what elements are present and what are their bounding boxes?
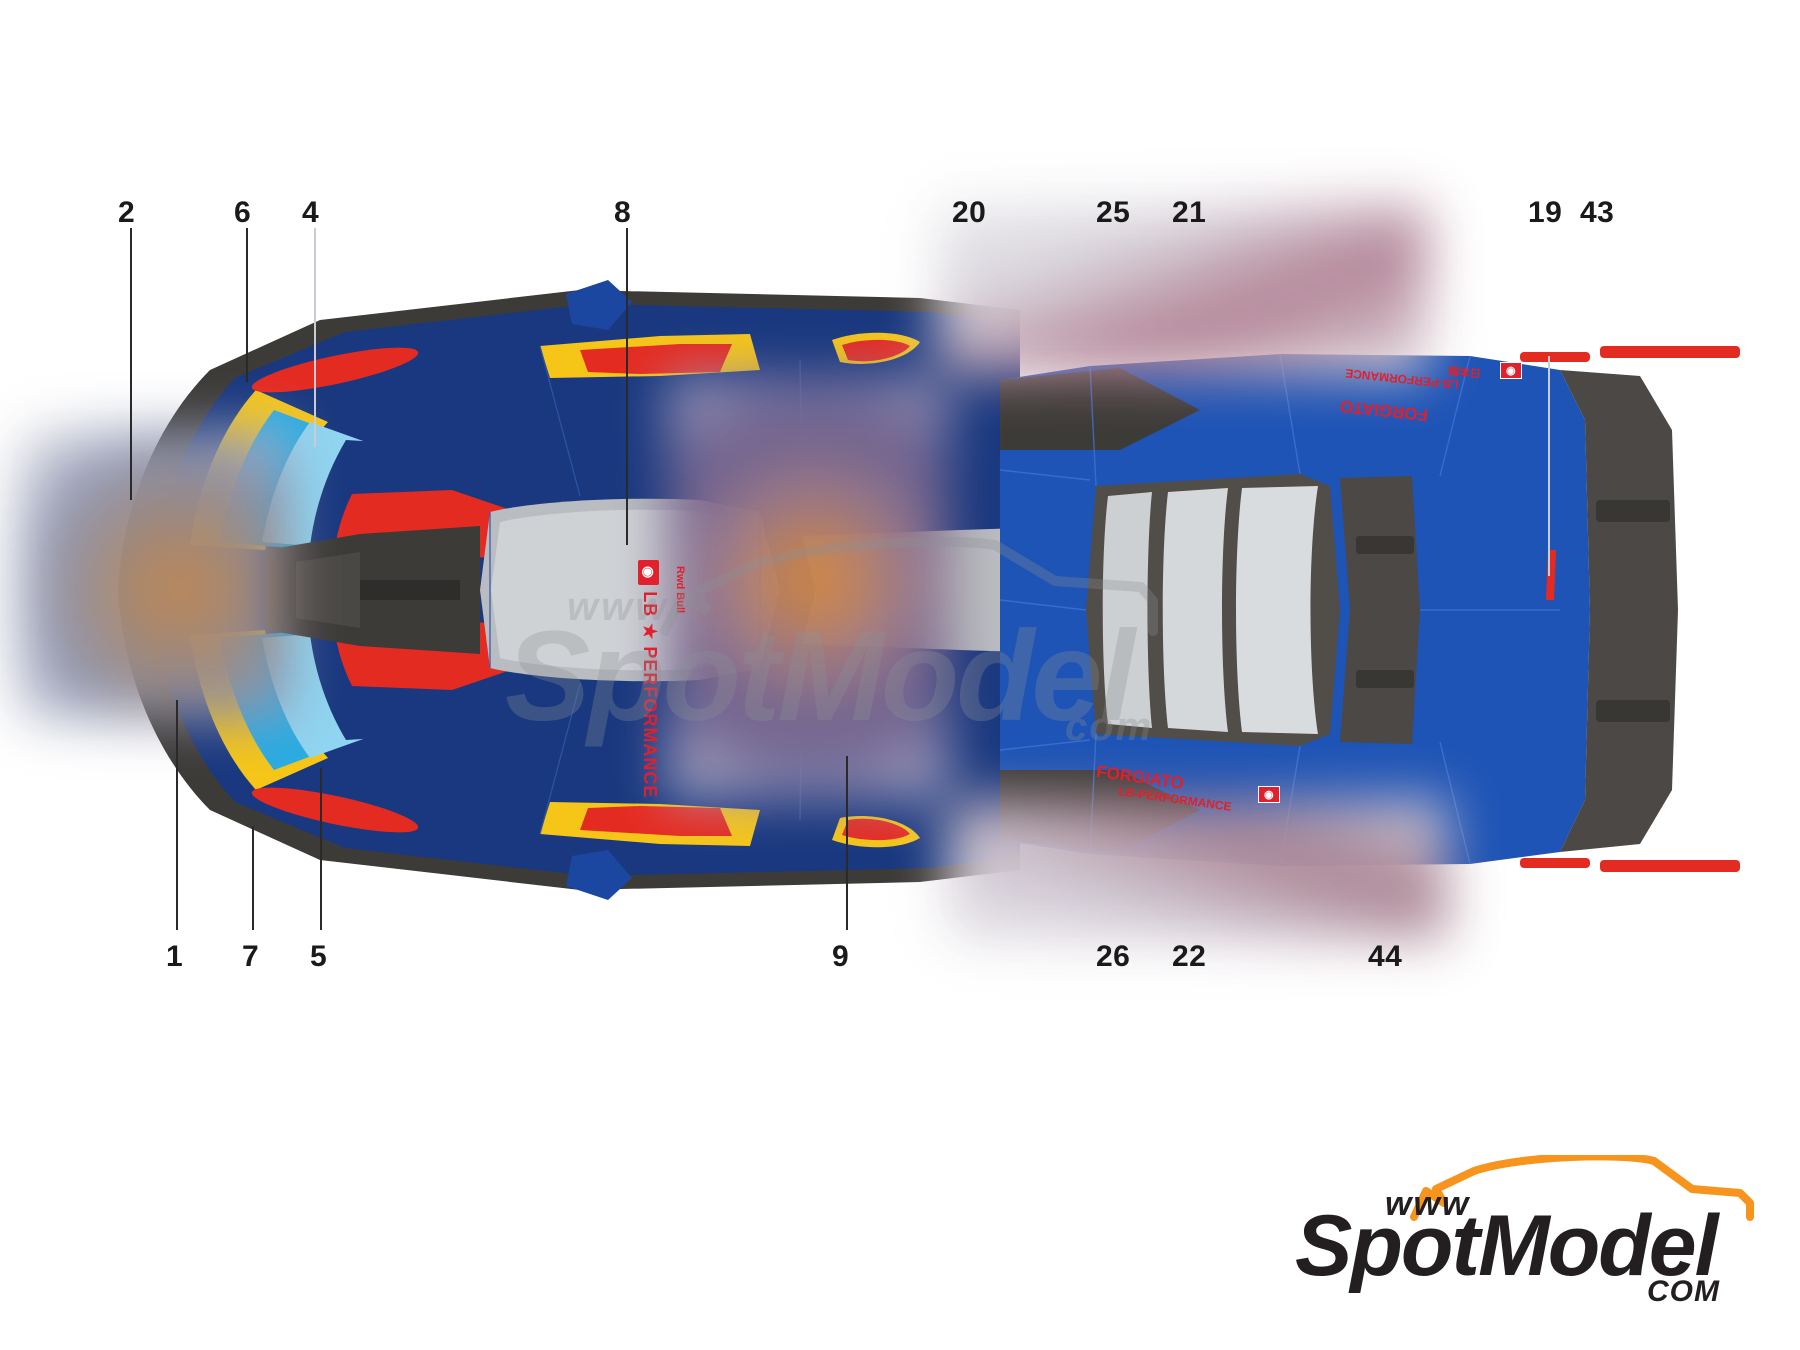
blur-box-mid bbox=[668, 378, 948, 798]
callout-number-7: 7 bbox=[242, 940, 260, 973]
logo-main-text: SpotModel bbox=[1295, 1198, 1718, 1294]
decal-sub-text: Rwd Bull bbox=[674, 566, 686, 614]
decal-badge-rear-upper: ◉ bbox=[1500, 362, 1522, 379]
callout-number-20: 20 bbox=[952, 196, 987, 229]
callout-number-44: 44 bbox=[1368, 940, 1403, 973]
blur-box-bottom-right bbox=[948, 800, 1448, 940]
decal-lb-text: LB bbox=[640, 591, 660, 618]
callout-number-5: 5 bbox=[310, 940, 328, 973]
callout-number-26: 26 bbox=[1096, 940, 1131, 973]
decal-lb-performance-front: ◉ LB ★ PERFORMANCE bbox=[638, 560, 660, 798]
leader-line-8 bbox=[626, 228, 628, 545]
callout-number-25: 25 bbox=[1096, 196, 1131, 229]
leader-line-9 bbox=[846, 756, 848, 930]
leader-line-4 bbox=[314, 228, 316, 447]
callout-number-9: 9 bbox=[832, 940, 850, 973]
spotmodel-logo[interactable]: www SpotModel COM bbox=[1295, 1155, 1765, 1330]
decal-badge-rear-lower: ◉ bbox=[1258, 786, 1280, 803]
callout-number-8: 8 bbox=[614, 196, 632, 229]
callout-number-2: 2 bbox=[118, 196, 136, 229]
decal-jp-text: 日本製 bbox=[1447, 363, 1482, 379]
callout-number-6: 6 bbox=[234, 196, 252, 229]
decal-performance-text: PERFORMANCE bbox=[640, 646, 660, 799]
callout-number-22: 22 bbox=[1172, 940, 1207, 973]
blur-box-left-front bbox=[18, 430, 288, 720]
decal-star-icon: ★ bbox=[640, 623, 660, 641]
logo-car-silhouette-icon bbox=[1410, 1155, 1754, 1221]
leader-line-5 bbox=[320, 768, 322, 930]
leader-line-6 bbox=[246, 228, 248, 382]
decal-lb-sub-front: Rwd Bull bbox=[674, 566, 686, 613]
callout-number-43: 43 bbox=[1580, 196, 1615, 229]
callout-number-4: 4 bbox=[302, 196, 320, 229]
logo-www-text: www bbox=[1385, 1185, 1471, 1223]
leader-line-19 bbox=[1548, 356, 1550, 576]
decal-lb-badge: ◉ bbox=[638, 560, 659, 586]
logo-com-text: COM bbox=[1647, 1275, 1720, 1308]
leader-line-7 bbox=[252, 826, 254, 930]
car-rear-top-view bbox=[1000, 346, 1740, 872]
callout-number-19: 19 bbox=[1528, 196, 1563, 229]
callout-number-21: 21 bbox=[1172, 196, 1207, 229]
leader-line-2 bbox=[130, 228, 132, 500]
decal-jp-rear-upper: 日本製 bbox=[1447, 362, 1482, 381]
callout-number-1: 1 bbox=[166, 940, 184, 973]
leader-line-1 bbox=[176, 700, 178, 930]
blur-box-top-right bbox=[938, 205, 1428, 375]
